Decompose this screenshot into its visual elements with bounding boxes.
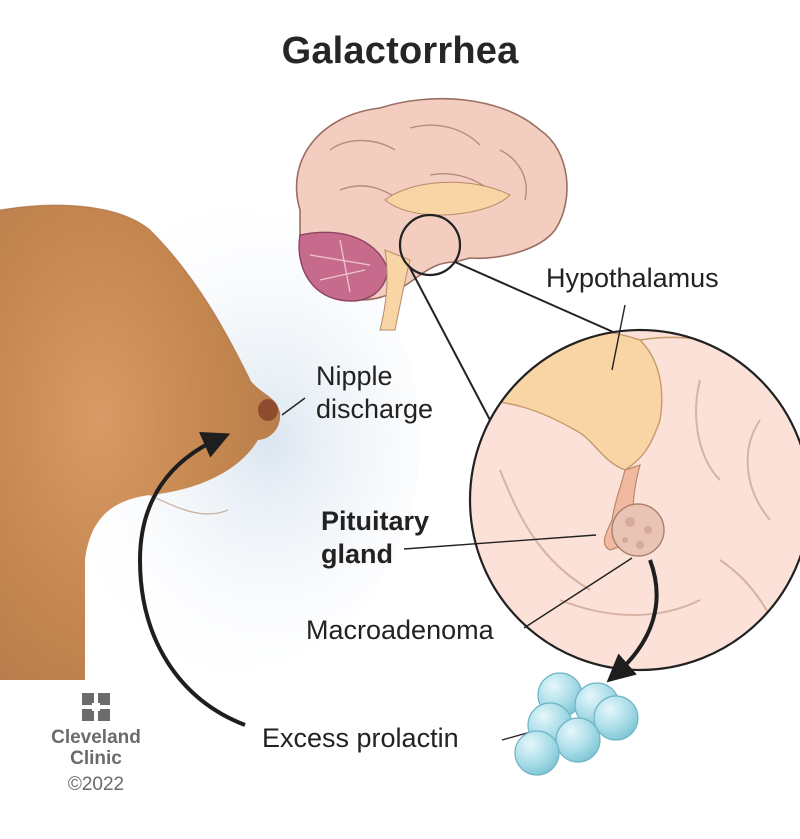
label-nipple-discharge: Nipple discharge bbox=[316, 360, 433, 426]
label-nipple-discharge-line1: Nipple bbox=[316, 361, 393, 391]
prolactin-arrow-icon bbox=[606, 559, 659, 683]
logo-name-line2: Clinic bbox=[70, 747, 122, 769]
label-pituitary-gland-line2: gland bbox=[321, 538, 393, 569]
label-macroadenoma: Macroadenoma bbox=[306, 615, 494, 645]
brain-illustration bbox=[295, 97, 568, 331]
prolactin-molecules-icon bbox=[514, 672, 639, 776]
breast-arrow-icon bbox=[137, 431, 246, 727]
logo-name-line1: Cleveland bbox=[51, 727, 141, 748]
nipple-icon bbox=[258, 399, 278, 421]
magnified-view bbox=[470, 330, 800, 670]
cleveland-clinic-logo: Cleveland Clinic ©2022 bbox=[36, 692, 156, 796]
label-pituitary-gland-line1: Pituitary bbox=[321, 506, 430, 536]
label-excess-prolactin: Excess prolactin bbox=[262, 723, 459, 753]
diagram-title: Galactorrhea bbox=[281, 30, 519, 72]
label-pituitary-gland: Pituitary gland bbox=[321, 505, 429, 571]
cleveland-clinic-mark-icon bbox=[82, 693, 110, 721]
cerebellum-icon bbox=[298, 231, 389, 302]
label-nipple-discharge-line2: discharge bbox=[316, 393, 434, 424]
copyright-text: ©2022 bbox=[67, 773, 125, 795]
label-hypothalamus: Hypothalamus bbox=[546, 263, 719, 293]
